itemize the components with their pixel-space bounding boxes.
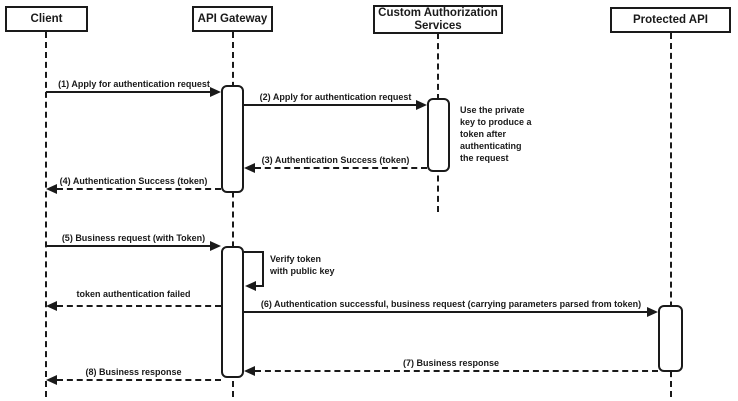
lifeline-api-gateway — [232, 32, 234, 397]
message-line-3 — [255, 167, 427, 169]
message-label-5: (5) Business request (with Token) — [61, 233, 206, 243]
message-line-6 — [244, 311, 648, 313]
message-line-2 — [244, 104, 417, 106]
self-message-label: Verify token with public key — [270, 254, 335, 276]
message-label-2: (2) Apply for authentication request — [259, 92, 412, 102]
self-message-bottom-line — [254, 285, 264, 287]
message-line-7 — [255, 370, 658, 372]
lifeline-client — [45, 32, 47, 397]
lifeline-protected-api — [670, 33, 672, 397]
self-message-vertical-line — [262, 251, 264, 286]
message-label-4: (4) Authentication Success (token) — [59, 176, 208, 186]
arrowhead-icon — [46, 375, 57, 385]
message-label-1: (1) Apply for authentication request — [58, 79, 210, 89]
message-label-7: (7) Business response — [402, 358, 500, 368]
activation-api-gateway-business — [221, 246, 244, 378]
message-line-8 — [57, 379, 221, 381]
arrowhead-icon — [647, 307, 658, 317]
arrowhead-icon — [245, 281, 256, 291]
message-label-token-failed: token authentication failed — [76, 289, 191, 299]
participant-api-gateway: API Gateway — [192, 6, 273, 32]
message-line-5 — [46, 245, 212, 247]
message-line-1 — [46, 91, 212, 93]
activation-api-gateway-auth — [221, 85, 244, 193]
arrowhead-icon — [210, 87, 221, 97]
message-label-6: (6) Authentication successful, business … — [260, 299, 642, 309]
arrowhead-icon — [46, 184, 57, 194]
arrowhead-icon — [416, 100, 427, 110]
participant-protected-api: Protected API — [610, 7, 731, 33]
message-line-4 — [57, 188, 221, 190]
message-line-token-failed — [57, 305, 221, 307]
participant-client: Client — [5, 6, 88, 32]
message-label-3: (3) Authentication Success (token) — [261, 155, 410, 165]
activation-protected-api — [658, 305, 683, 372]
self-message-top-line — [244, 251, 264, 253]
arrowhead-icon — [244, 366, 255, 376]
participant-custom-authorization-services: Custom Authorization Services — [373, 5, 503, 34]
arrowhead-icon — [46, 301, 57, 311]
arrowhead-icon — [210, 241, 221, 251]
message-label-8: (8) Business response — [85, 367, 182, 377]
arrowhead-icon — [244, 163, 255, 173]
note-use-private-key: Use the private key to produce a token a… — [460, 105, 532, 163]
activation-custom-authorization-services — [427, 98, 450, 172]
